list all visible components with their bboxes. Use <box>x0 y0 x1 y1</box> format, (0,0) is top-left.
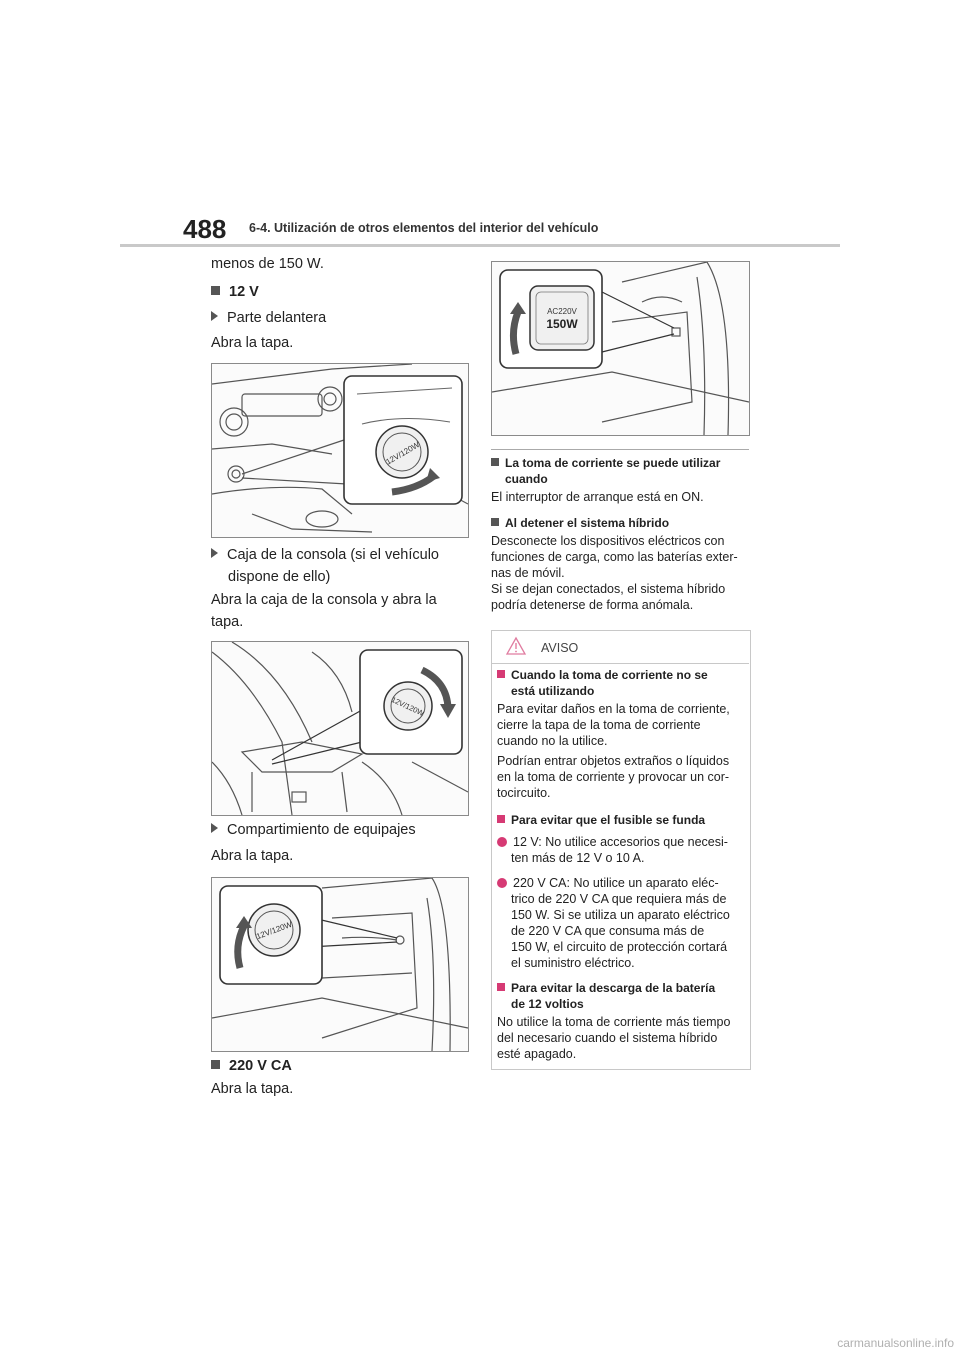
open-lid-text-2: Abra la tapa. <box>211 848 294 864</box>
triangle-bullet-icon <box>211 823 218 833</box>
watermark-text: carmanualsonline.info <box>837 1336 954 1350</box>
notice-s3-text-3: esté apagado. <box>497 1047 577 1061</box>
notice-s1-heading: Cuando la toma de corriente no se <box>497 667 708 683</box>
notice-s1-p1-1: Para evitar daños en la toma de corrient… <box>497 702 730 716</box>
ac-cap-label-2: 150W <box>546 317 578 331</box>
notice-s2-b2: 220 V CA: No utilice un aparato eléc- <box>497 875 719 891</box>
console-outlet-illustration: 12V/120W <box>212 642 468 815</box>
figure-ac-outlet: AC220V 150W <box>491 261 750 436</box>
ac-outlet-illustration: AC220V 150W <box>492 262 749 435</box>
sub-console-label-1: Caja de la consola (si el vehículo <box>227 547 439 563</box>
notice-header <box>491 630 749 664</box>
usable-heading: La toma de corriente se puede utilizar <box>491 455 749 471</box>
sub-console-label-2: dispone de ello) <box>228 569 331 585</box>
section-title: 6-4. Utilización de otros elementos del … <box>249 221 599 235</box>
notice-s2-b2-3: 150 W. Si se utiliza un aparato eléctric… <box>511 908 730 922</box>
square-bullet-icon <box>491 518 499 526</box>
notice-s3-heading-2: de 12 voltios <box>511 997 584 1011</box>
notice-s3-text-2: del necesario cuando el sistema híbrido <box>497 1031 718 1045</box>
square-bullet-icon <box>491 458 499 466</box>
notice-s1-p1-2: cierre la tapa de la toma de corriente <box>497 718 701 732</box>
intro-text: menos de 150 W. <box>211 256 324 272</box>
figure-front-outlet: 12V/120W <box>211 363 469 538</box>
header-divider <box>120 244 840 247</box>
sub-front-label: Parte delantera <box>227 310 327 326</box>
notice-s1-p1-3: cuando no la utilice. <box>497 734 608 748</box>
stop-text-2: funciones de carga, como las baterías ex… <box>491 550 738 564</box>
circle-bullet-icon <box>497 837 507 847</box>
notice-s1-p2-3: tocircuito. <box>497 786 551 800</box>
circle-bullet-icon <box>497 878 507 888</box>
stop-text-5: podría detenerse de forma anómala. <box>491 598 694 612</box>
notice-title: AVISO <box>541 641 579 655</box>
console-text-1: Abra la caja de la consola y abra la <box>211 592 437 608</box>
heading-12v: 12 V <box>211 281 259 303</box>
heading-220v-label: 220 V CA <box>229 1058 292 1074</box>
ac-cap-label-1: AC220V <box>547 307 577 316</box>
notice-s1-p2-1: Podrían entrar objetos extraños o líquid… <box>497 754 730 768</box>
triangle-bullet-icon <box>211 311 218 321</box>
luggage-outlet-illustration: 12V/120W <box>212 878 468 1051</box>
heading-12v-label: 12 V <box>229 284 259 300</box>
notice-s2-heading-label: Para evitar que el fusible se funda <box>511 813 706 827</box>
usable-heading-2: cuando <box>505 472 548 486</box>
notice-s3-text-1: No utilice la toma de corriente más tiem… <box>497 1015 731 1029</box>
figure-luggage-outlet: 12V/120W <box>211 877 469 1052</box>
stop-text-3: nas de móvil. <box>491 566 565 580</box>
notice-s2-b2-5: 150 W, el circuito de protección cortará <box>511 940 728 954</box>
notice-s1-heading-2: está utilizando <box>511 684 595 698</box>
notice-s2-heading: Para evitar que el fusible se funda <box>497 812 705 828</box>
notice-s2-b2-2: trico de 220 V CA que requiera más de <box>511 892 727 906</box>
figure-console-outlet: 12V/120W <box>211 641 469 816</box>
heading-220v: 220 V CA <box>211 1055 292 1077</box>
page-number: 488 <box>183 214 227 244</box>
notice-s2-b1-1: 12 V: No utilice accesorios que necesi- <box>513 835 728 849</box>
stop-heading: Al detener el sistema híbrido <box>491 515 669 531</box>
notice-s2-b2-4: de 220 V CA que consuma más de <box>511 924 705 938</box>
watermark: carmanualsonline.info <box>0 1336 960 1350</box>
notice-s2-b1-2: ten más de 12 V o 10 A. <box>511 851 645 865</box>
notice-s2-b1: 12 V: No utilice accesorios que necesi- <box>497 834 728 850</box>
notice-s1-p2-2: en la toma de corriente y provocar un co… <box>497 770 730 784</box>
open-lid-text-3: Abra la tapa. <box>211 1081 294 1097</box>
warning-icon <box>505 636 527 655</box>
front-outlet-illustration: 12V/120W <box>212 364 468 533</box>
sub-luggage-label: Compartimiento de equipajes <box>227 822 416 838</box>
stop-text-1: Desconecte los dispositivos eléctricos c… <box>491 534 725 548</box>
square-bullet-icon <box>497 983 505 991</box>
right-column-divider <box>491 449 749 450</box>
notice-s1-heading-1: Cuando la toma de corriente no se <box>511 668 708 682</box>
notice-s2-b2-1: 220 V CA: No utilice un aparato eléc- <box>513 876 719 890</box>
notice-s2-b2-6: el suministro eléctrico. <box>511 956 635 970</box>
stop-text-4: Si se dejan conectados, el sistema híbri… <box>491 582 726 596</box>
usable-heading-1: La toma de corriente se puede utilizar <box>505 456 721 470</box>
console-text-2: tapa. <box>211 614 244 630</box>
notice-box <box>491 630 751 1070</box>
stop-heading-label: Al detener el sistema híbrido <box>505 516 670 530</box>
notice-s3-heading: Para evitar la descarga de la batería <box>497 980 715 996</box>
sub-console: Caja de la consola (si el vehículo <box>211 544 439 566</box>
square-bullet-icon <box>497 670 505 678</box>
square-bullet-icon <box>497 815 505 823</box>
sub-front: Parte delantera <box>211 307 326 329</box>
open-lid-text-1: Abra la tapa. <box>211 335 294 351</box>
notice-s3-heading-1: Para evitar la descarga de la batería <box>511 981 716 995</box>
triangle-bullet-icon <box>211 548 218 558</box>
sub-luggage: Compartimiento de equipajes <box>211 819 416 841</box>
usable-text: El interruptor de arranque está en ON. <box>491 490 704 504</box>
